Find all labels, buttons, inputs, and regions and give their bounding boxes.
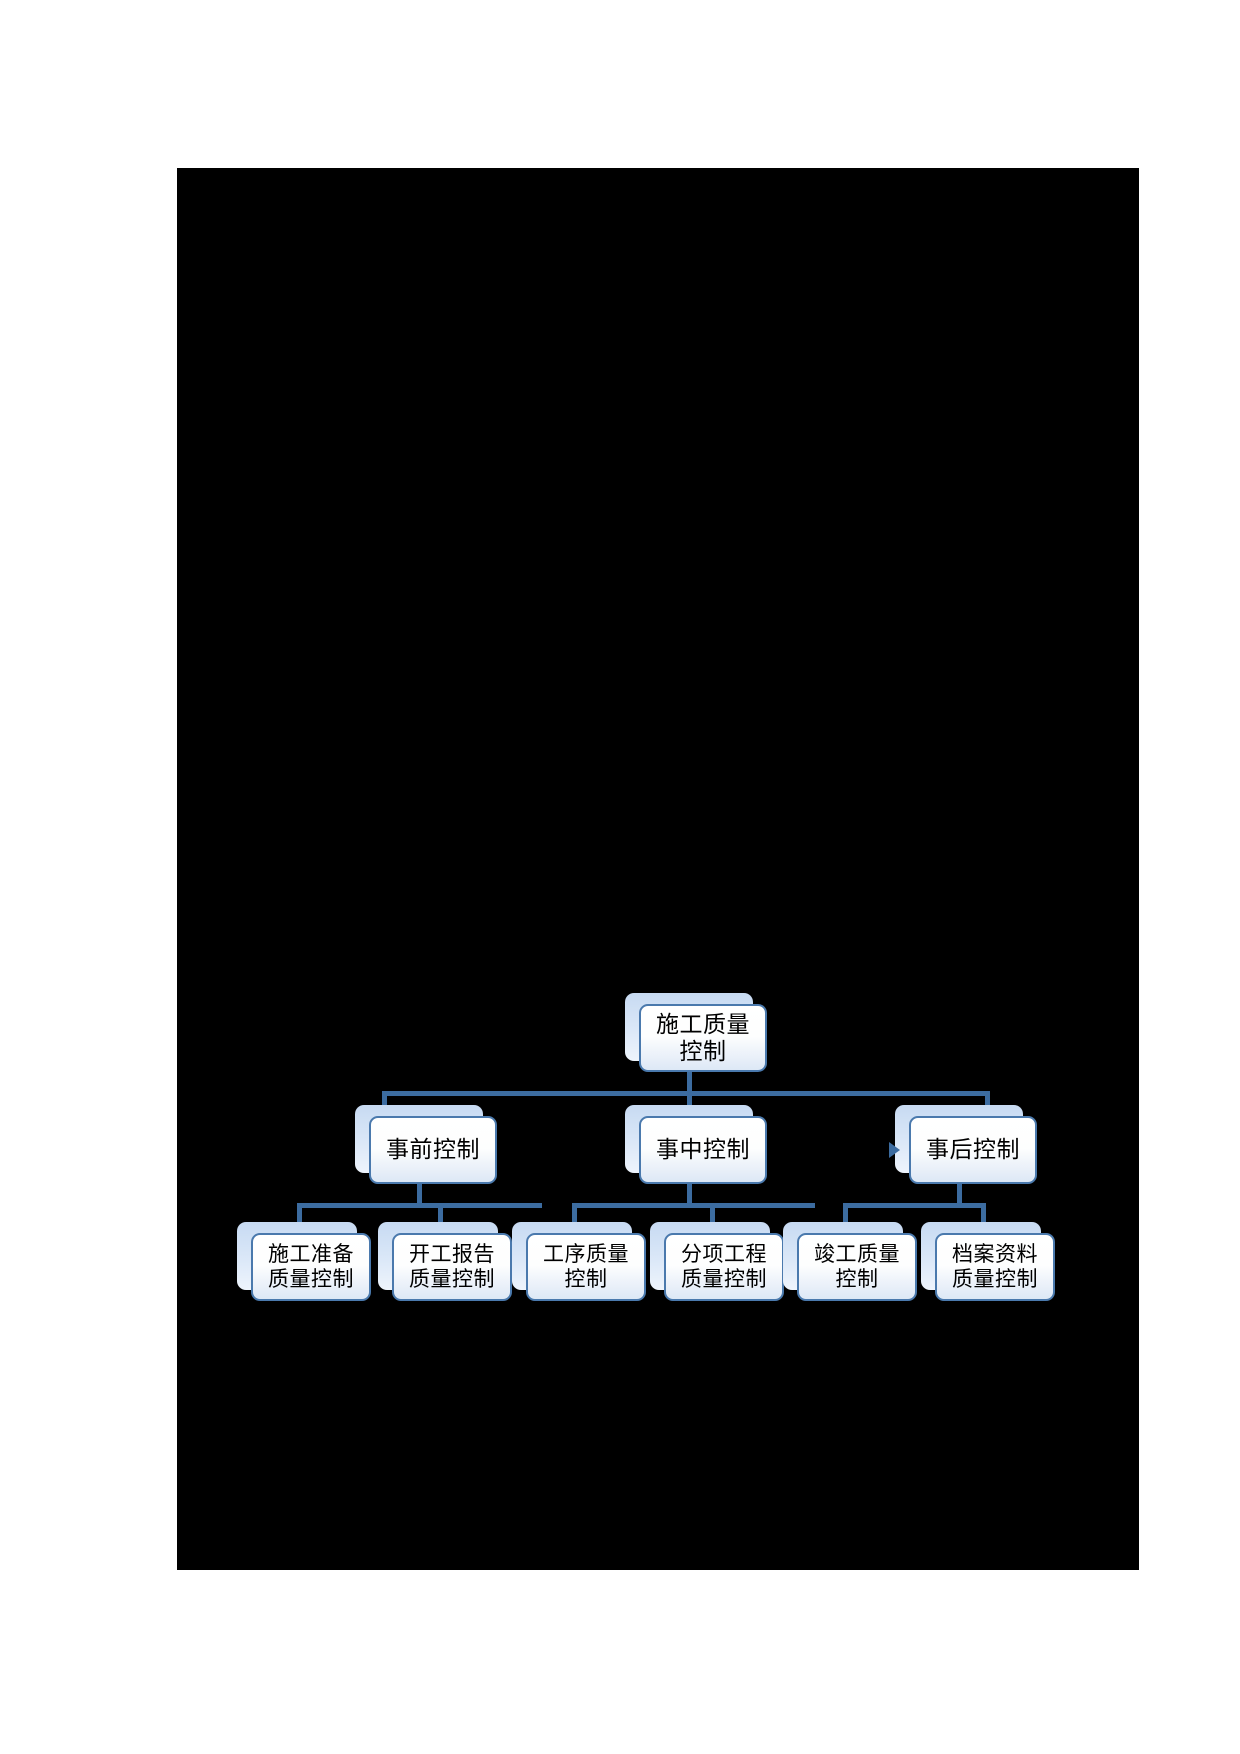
connector-post-child1 (843, 1203, 848, 1225)
node-label: 事中控制 (656, 1137, 750, 1163)
node-face: 竣工质量 控制 (797, 1233, 917, 1301)
node-archive-data-quality-control[interactable]: 档案资料 质量控制 (921, 1222, 1055, 1301)
node-face: 档案资料 质量控制 (935, 1233, 1055, 1301)
node-face: 施工质量 控制 (639, 1004, 767, 1072)
connector-during-bus (572, 1203, 815, 1208)
node-face: 施工准备 质量控制 (251, 1233, 371, 1301)
node-label: 施工质量 控制 (656, 1011, 750, 1064)
node-face: 工序质量 控制 (526, 1233, 646, 1301)
node-start-report-quality-control[interactable]: 开工报告 质量控制 (378, 1222, 512, 1301)
node-subitem-project-quality-control[interactable]: 分项工程 质量控制 (650, 1222, 784, 1301)
node-construction-prep-quality-control[interactable]: 施工准备 质量控制 (237, 1222, 371, 1301)
node-label: 开工报告 质量控制 (409, 1242, 495, 1291)
node-pre-control[interactable]: 事前控制 (355, 1105, 497, 1184)
node-face: 事后控制 (909, 1116, 1037, 1184)
node-root[interactable]: 施工质量 控制 (625, 993, 767, 1072)
node-label: 施工准备 质量控制 (268, 1242, 354, 1291)
node-during-control[interactable]: 事中控制 (625, 1105, 767, 1184)
connector-during-stem (687, 1175, 692, 1203)
node-completion-quality-control[interactable]: 竣工质量 控制 (783, 1222, 917, 1301)
connector-branch-pre (382, 1091, 387, 1110)
node-face: 开工报告 质量控制 (392, 1233, 512, 1301)
connector-branch-post (985, 1091, 990, 1110)
connector-post-child2 (981, 1203, 986, 1225)
node-label: 事前控制 (386, 1137, 480, 1163)
node-post-control[interactable]: 事后控制 (889, 1105, 1037, 1184)
connector-during-child2 (710, 1203, 715, 1225)
node-label: 分项工程 质量控制 (681, 1242, 767, 1291)
connector-pre-child2 (438, 1203, 443, 1225)
node-process-quality-control[interactable]: 工序质量 控制 (512, 1222, 646, 1301)
node-face: 分项工程 质量控制 (664, 1233, 784, 1301)
connector-root-stem (687, 1063, 692, 1096)
node-label: 事后控制 (926, 1137, 1020, 1163)
connector-pre-bus (297, 1203, 542, 1208)
node-label: 工序质量 控制 (543, 1242, 629, 1291)
node-label: 竣工质量 控制 (814, 1242, 900, 1291)
connector-during-child1 (572, 1203, 577, 1225)
connector-post-bus (843, 1203, 986, 1208)
connector-pre-stem (417, 1175, 422, 1203)
connector-pre-child1 (297, 1203, 302, 1225)
connector-post-stem (957, 1175, 962, 1203)
connector-branch-during (687, 1091, 692, 1110)
connector-level2-bus (382, 1091, 990, 1096)
arrow-head-icon (889, 1142, 900, 1158)
node-label: 档案资料 质量控制 (952, 1242, 1038, 1291)
node-face: 事前控制 (369, 1116, 497, 1184)
node-face: 事中控制 (639, 1116, 767, 1184)
document-page-area (177, 168, 1139, 1570)
